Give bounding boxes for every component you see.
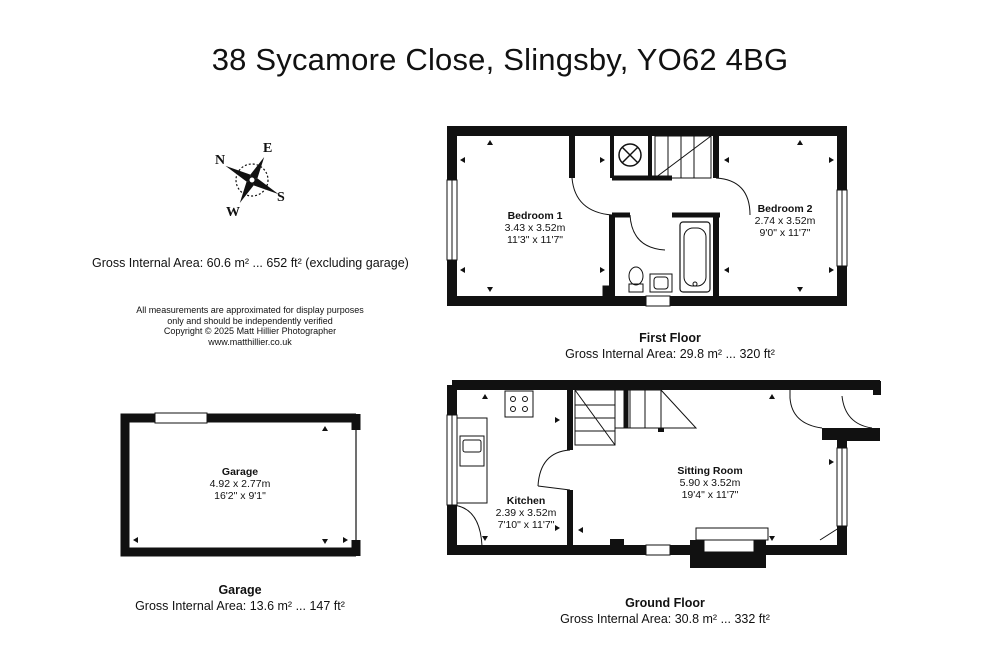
bath-icon — [679, 221, 711, 293]
ground-floor-caption: Ground Floor Gross Internal Area: 30.8 m… — [520, 595, 810, 627]
page-title: 38 Sycamore Close, Slingsby, YO62 4BG — [211, 42, 789, 77]
first-floor-plan — [446, 126, 848, 307]
kitchen-door — [537, 449, 571, 487]
room-metric: 4.92 x 2.77m — [209, 478, 271, 490]
garage-caption: Garage Gross Internal Area: 13.6 m² ... … — [95, 582, 385, 614]
porch-door-1 — [789, 397, 823, 429]
floor-area: Gross Internal Area: 29.8 m² ... 320 ft² — [565, 347, 775, 361]
room-imperial: 11'3" x 11'7" — [506, 234, 564, 246]
room-imperial: 9'0" x 11'7" — [759, 227, 811, 239]
first-floor-caption: First Floor Gross Internal Area: 29.8 m²… — [525, 330, 815, 362]
room-imperial: 7'10" x 11'7" — [497, 519, 555, 531]
compass-s-label: S — [277, 190, 285, 205]
compass-n-label: N — [215, 153, 225, 168]
first-floor-stairs — [654, 135, 712, 179]
bedroom-2-door — [715, 177, 751, 216]
garage-outer-wall — [120, 413, 356, 557]
room-label-garage: Garage 4.92 x 2.77m 16'2" x 9'1" — [200, 466, 280, 502]
compass-rose-icon — [225, 157, 279, 203]
compass-e-label: E — [263, 141, 272, 156]
basin-icon — [649, 273, 673, 293]
bathroom-door — [629, 214, 666, 251]
floor-name: Ground Floor — [625, 596, 705, 610]
room-name: Bedroom 2 — [757, 203, 813, 215]
room-name: Bedroom 1 — [507, 210, 563, 222]
disclaimer-line: All measurements are approximated for di… — [136, 305, 364, 315]
ground-floor-stairs — [574, 389, 662, 446]
kitchen-back-door — [451, 504, 483, 547]
room-label-kitchen: Kitchen 2.39 x 3.52m 7'10" x 11'7" — [486, 495, 566, 531]
floor-name: Garage — [218, 583, 262, 597]
fireplace-icon — [690, 527, 769, 568]
room-imperial: 19'4" x 11'7" — [681, 489, 739, 501]
compass-w-label: W — [226, 205, 240, 220]
bedroom-1-door — [571, 177, 613, 216]
floor-area: Gross Internal Area: 13.6 m² ... 147 ft² — [135, 599, 345, 613]
room-label-bedroom-2: Bedroom 2 2.74 x 3.52m 9'0" x 11'7" — [745, 203, 825, 239]
sitting-room-window-front — [645, 544, 671, 556]
room-metric: 5.90 x 3.52m — [679, 477, 741, 489]
room-imperial: 16'2" x 9'1" — [214, 490, 266, 502]
room-name: Garage — [221, 466, 259, 478]
room-metric: 3.43 x 3.52m — [504, 222, 566, 234]
disclaimer: All measurements are approximated for di… — [120, 305, 380, 347]
kitchen-sink-icon — [459, 435, 485, 467]
dimension-markers — [133, 140, 834, 544]
disclaimer-line: only and should be independently verifie… — [167, 315, 333, 326]
gross-internal-area-total: Gross Internal Area: 60.6 m² ... 652 ft²… — [92, 256, 409, 270]
garage-plan — [120, 412, 361, 557]
garage-window — [154, 412, 208, 424]
room-label-sitting-room: Sitting Room 5.90 x 3.52m 19'4" x 11'7" — [660, 465, 760, 501]
room-name: Sitting Room — [677, 465, 743, 477]
hob-icon — [504, 390, 534, 418]
porch-door-2 — [841, 395, 873, 429]
room-metric: 2.39 x 3.52m — [495, 507, 557, 519]
ground-floor-outer-wall — [447, 380, 880, 555]
boiler-icon — [618, 143, 642, 167]
ground-floor-plan — [446, 380, 881, 568]
room-metric: 2.74 x 3.52m — [754, 215, 816, 227]
floor-area: Gross Internal Area: 30.8 m² ... 332 ft² — [560, 612, 770, 626]
room-name: Kitchen — [506, 495, 546, 507]
toilet-icon — [628, 266, 644, 293]
website-line: www.matthillier.co.uk — [208, 336, 292, 347]
room-label-bedroom-1: Bedroom 1 3.43 x 3.52m 11'3" x 11'7" — [495, 210, 575, 246]
copyright-line: Copyright © 2025 Matt Hillier Photograph… — [163, 326, 337, 336]
floor-name: First Floor — [639, 331, 701, 345]
